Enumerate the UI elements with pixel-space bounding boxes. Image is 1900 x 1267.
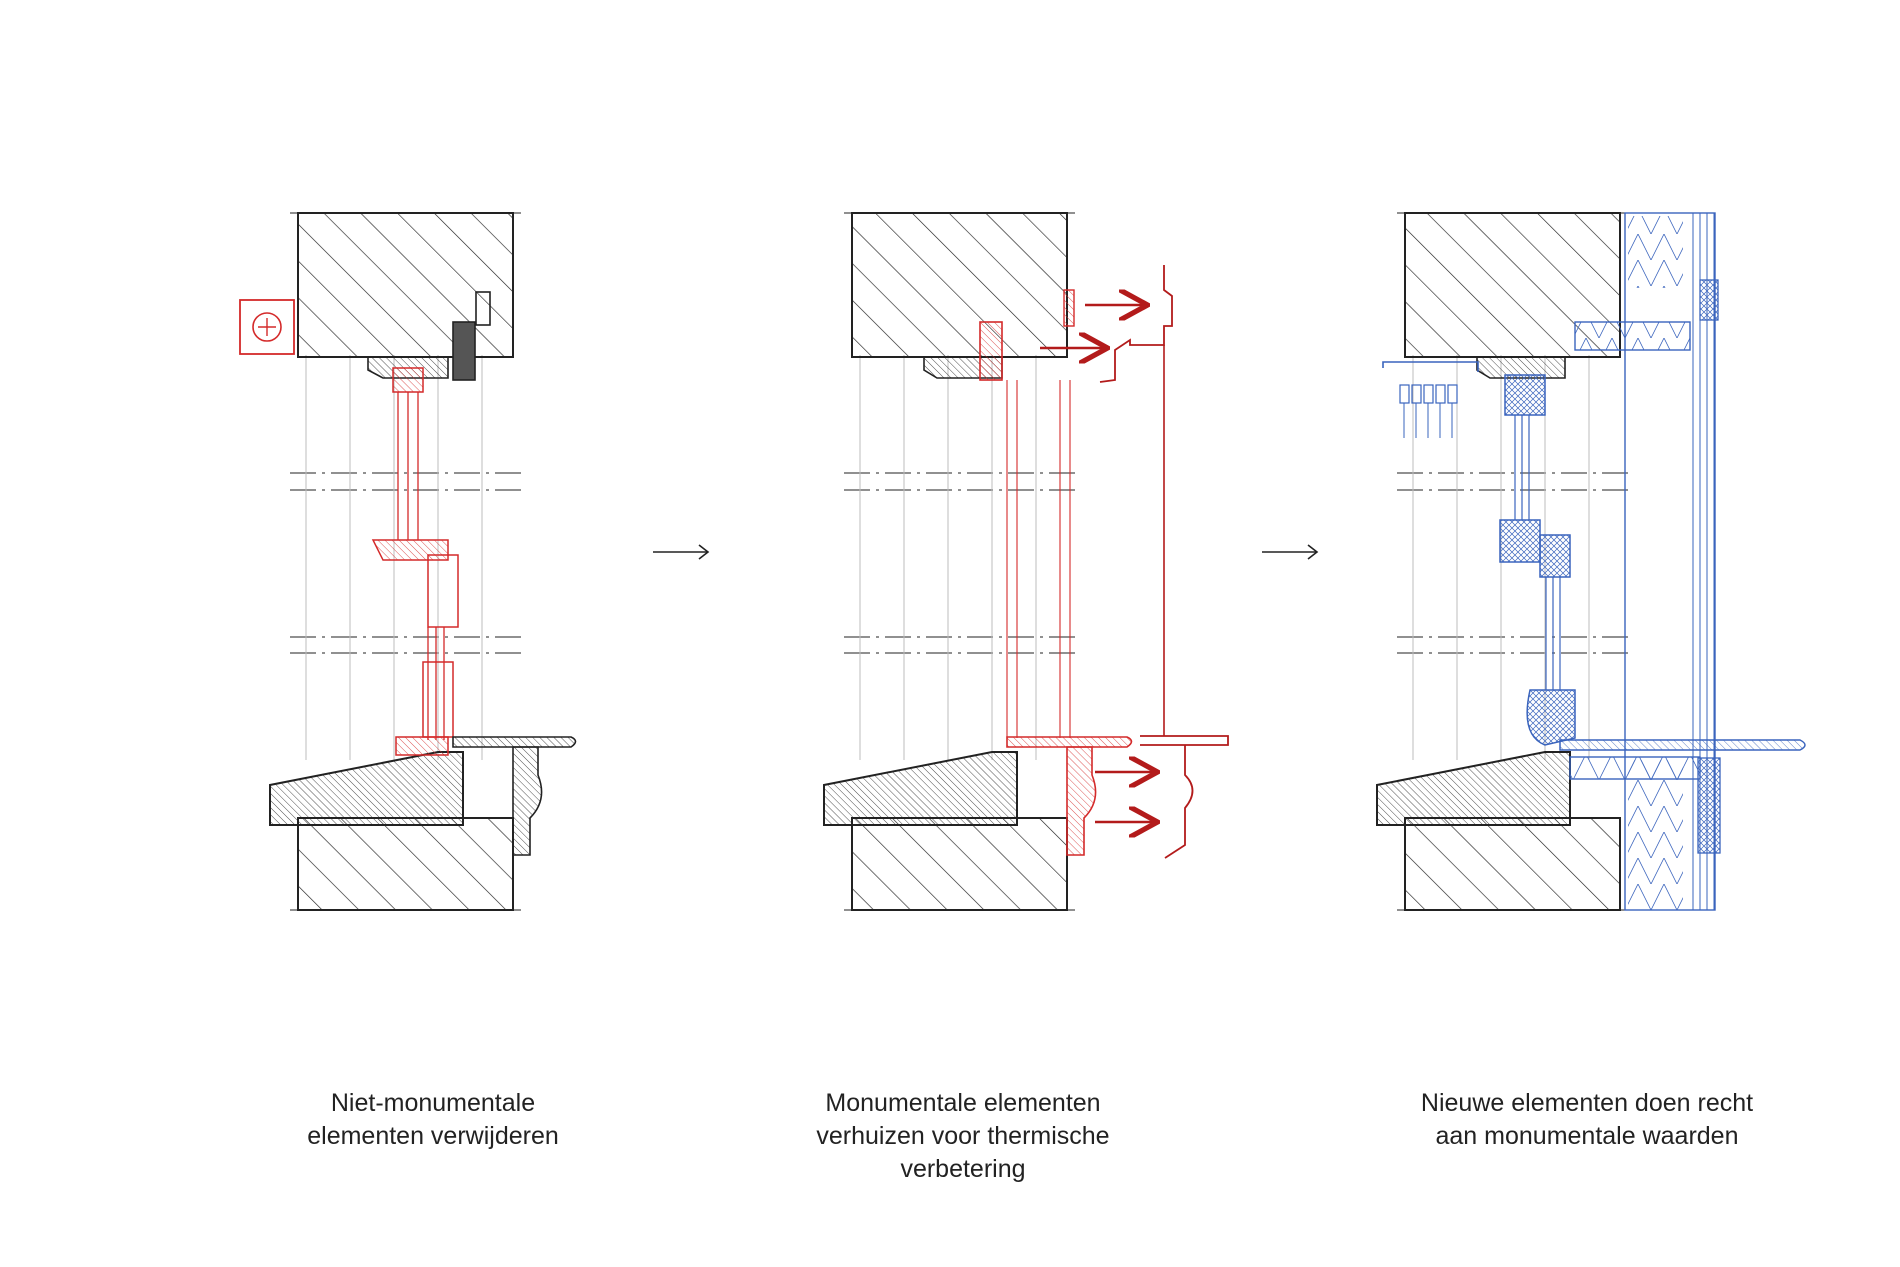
blue-blind-slat <box>1423 384 1434 404</box>
blue-sill-frame <box>1526 689 1576 746</box>
blue-blind-rail <box>1382 361 1479 372</box>
blue-insulation <box>1628 760 1683 910</box>
red-lower-sash <box>427 554 459 628</box>
caption-remove: Niet-monumentale elementen verwijderen <box>213 1087 653 1153</box>
frame-head <box>452 321 476 381</box>
red-sill-frame <box>395 736 449 756</box>
blue-blind-slat <box>1435 384 1446 404</box>
transitions <box>653 544 1319 560</box>
panel-remove <box>239 212 577 911</box>
blue-head-insulation <box>1574 321 1691 351</box>
target-marker-icon <box>239 299 295 355</box>
blue-sill-insulation <box>1569 756 1701 780</box>
blue-blind-slat <box>1399 384 1410 404</box>
caption-line: aan monumentale waarden <box>1435 1122 1739 1150</box>
caption-line: Monumentale elementen <box>825 1089 1101 1117</box>
blue-sill-block <box>1697 757 1721 854</box>
caption-line: elementen verwijderen <box>307 1122 559 1150</box>
red-head-frame <box>979 321 1003 381</box>
target-ring <box>252 312 282 342</box>
lower-wall <box>1404 817 1621 911</box>
blue-timber-sill <box>1559 739 1806 751</box>
blue-head-frame <box>1504 374 1546 416</box>
relocated-sill-outline <box>1140 735 1229 746</box>
red-timber-sill <box>1006 736 1133 748</box>
cornice-head <box>475 291 491 326</box>
caption-relocate: Monumentale elementen verhuizen voor the… <box>743 1087 1183 1186</box>
caption-line: verbetering <box>900 1155 1026 1183</box>
relocated-moulding-outline <box>1164 745 1194 859</box>
arrow-head-icon <box>698 544 710 560</box>
blue-meeting-rail <box>1539 534 1571 578</box>
stone-sill <box>823 751 1018 826</box>
stone-sill <box>1376 751 1571 826</box>
panel-new <box>1376 212 1806 911</box>
caption-line: Nieuwe elementen doen recht <box>1420 1089 1754 1117</box>
stone-sill <box>269 751 464 826</box>
blue-blind-slat <box>1447 384 1458 404</box>
sill-moulding <box>512 746 543 856</box>
red-head-frame <box>392 367 424 393</box>
red-sill-moulding <box>1066 746 1097 856</box>
red-head-cornice <box>1063 289 1075 327</box>
lower-wall <box>851 817 1068 911</box>
upper-wall <box>851 212 1068 358</box>
caption-new: Nieuwe elementen doen recht aan monument… <box>1367 1087 1807 1153</box>
upper-wall <box>297 212 514 358</box>
blue-insulation <box>1628 216 1683 288</box>
caption-line: Niet-monumentale <box>330 1089 536 1117</box>
blue-meeting-rail <box>1499 519 1541 563</box>
red-meeting-rail <box>371 539 449 561</box>
relocated-cornice-outline <box>1099 265 1173 383</box>
arrow-head-icon <box>1307 544 1319 560</box>
panel-relocate <box>823 212 1229 911</box>
timber-sill <box>452 736 577 748</box>
lower-wall <box>297 817 514 911</box>
caption-line: verhuizen voor thermische <box>816 1122 1110 1150</box>
blue-head-block <box>1699 279 1719 321</box>
